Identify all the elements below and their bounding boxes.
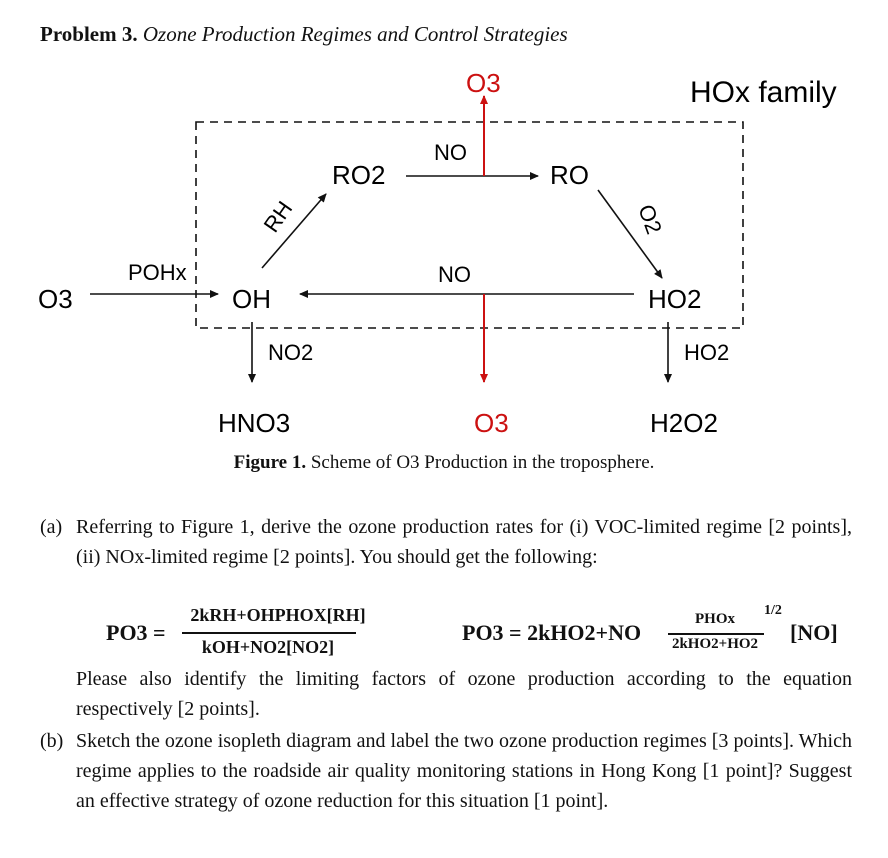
equation-1-fraction-bar [182, 632, 356, 634]
species-ho2: HO2 [648, 284, 701, 314]
species-ro2: RO2 [332, 160, 385, 190]
equation-2-lhs: PO3 = 2kHO2+NO [462, 620, 642, 645]
equation-1-numerator: 2kRH+OHPHOX[RH] [190, 605, 366, 625]
problem-title: Problem 3. Ozone Production Regimes and … [40, 22, 568, 47]
part-a-question: (a) Referring to Figure 1, derive the oz… [40, 512, 852, 572]
reactant-ho2: HO2 [684, 340, 729, 365]
species-o3-top: O3 [466, 68, 501, 98]
hox-family-box [195, 121, 744, 329]
species-h2o2: H2O2 [650, 408, 718, 438]
equation-2-denominator: 2kHO2+HO2 [671, 636, 759, 652]
problem-number: Problem 3. [40, 22, 138, 46]
species-hno3: HNO3 [218, 408, 290, 438]
figure-caption: Figure 1. Scheme of O3 Production in the… [0, 452, 888, 474]
part-a-followup-text: Please also identify the limiting factor… [76, 668, 852, 720]
ozone-production-scheme: HOx family O3 OH RO2 RO HO2 O3 O3 HNO3 H… [38, 68, 837, 438]
reactant-no2: NO2 [268, 340, 313, 365]
part-a-label: (a) [40, 516, 63, 538]
arrow-ro-to-ho2 [597, 189, 663, 279]
part-a-followup: Please also identify the limiting factor… [40, 664, 852, 724]
equation-1-lhs: PO3 = [106, 620, 166, 645]
equation-2-exponent: 1/2 [764, 603, 782, 618]
equation-1-denominator: kOH+NO2[NO2] [201, 637, 335, 657]
part-b-label: (b) [40, 730, 64, 752]
reactant-no-top: NO [434, 140, 467, 165]
arrow-oh-to-ro2 [261, 193, 327, 269]
reactant-pohx: POHx [128, 260, 187, 285]
reactant-rh: RH [259, 196, 298, 236]
species-o3-left: O3 [38, 284, 73, 314]
equation-2-numerator: PHOx [695, 611, 735, 627]
part-b-text: Sketch the ozone isopleth diagram and la… [76, 730, 852, 812]
reactant-no-mid: NO [438, 262, 471, 287]
figure-caption-label: Figure 1. [233, 452, 307, 473]
species-oh: OH [232, 284, 271, 314]
equation-2-fraction-bar [668, 633, 764, 635]
part-a-text: Referring to Figure 1, derive the ozone … [76, 516, 852, 568]
species-ro: RO [550, 160, 589, 190]
hox-family-label: HOx family [690, 76, 837, 109]
problem-heading: Ozone Production Regimes and Control Str… [142, 22, 568, 46]
figure-caption-text: Scheme of O3 Production in the troposphe… [310, 452, 655, 473]
reactant-o2: O2 [633, 201, 667, 237]
equation-2-tail: [NO] [790, 620, 838, 645]
part-b-question: (b) Sketch the ozone isopleth diagram an… [40, 726, 852, 816]
species-o3-bottom: O3 [474, 408, 509, 438]
